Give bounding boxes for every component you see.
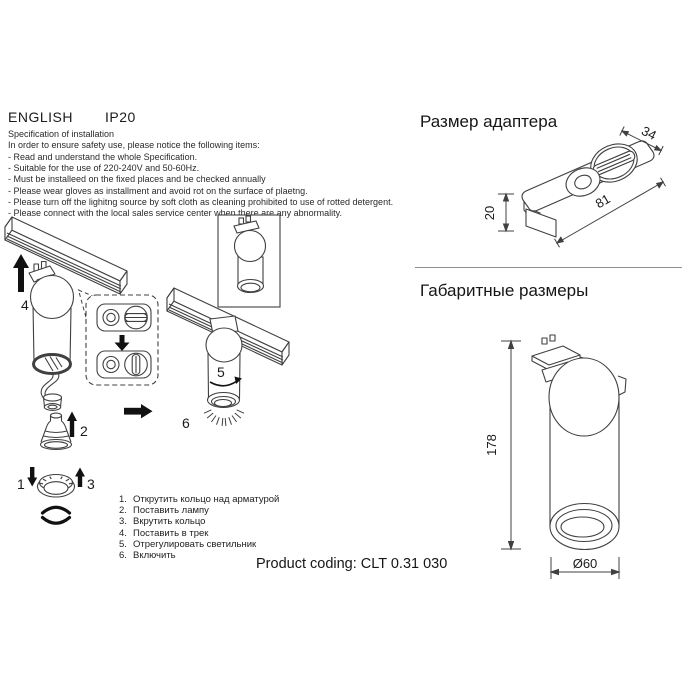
- arrow-up-small2-icon: [75, 467, 85, 487]
- knob-position-horizontal: [96, 303, 152, 332]
- spec-item: - Please turn off the lighitng source by…: [8, 197, 394, 208]
- specification-block: Specification of installation In order t…: [8, 129, 393, 220]
- section-divider: [415, 267, 682, 268]
- lamp-bulb: [39, 412, 73, 451]
- rotation-arrows-icon: [40, 505, 72, 525]
- list-item: 2.Поставить лампу: [119, 505, 209, 517]
- spec-item: - Please connect with the local sales se…: [8, 208, 343, 219]
- arrow-right-icon: [124, 404, 153, 419]
- step-label-5: 5: [217, 364, 225, 380]
- list-item: 6.Включить: [119, 550, 176, 562]
- list-item: 5.Отрегулировать светильник: [119, 538, 257, 550]
- lock-knob-inset: [85, 294, 159, 386]
- fixture-outline: [531, 334, 627, 551]
- overall-section-title: Габаритные размеры: [420, 281, 589, 300]
- step-labels: 4 2 1 3 5 6: [17, 297, 225, 492]
- overall-dimension-drawing: 178 Ø60: [484, 334, 627, 579]
- arrow-up-icon: [13, 254, 29, 292]
- arrow-up-small-icon: [67, 411, 77, 437]
- step-label-4: 4: [21, 297, 29, 313]
- dim-label-81: 81: [593, 191, 613, 211]
- fixture-preview-box: [217, 214, 281, 308]
- spec-title: Specification of installation: [8, 129, 115, 139]
- adapter-body: [521, 140, 655, 238]
- dim-label-diameter: Ø60: [573, 556, 598, 571]
- dim-34: 34: [619, 125, 664, 156]
- fixture-step-4: [28, 260, 75, 411]
- arrow-down-icon: [114, 335, 130, 351]
- language-heading: ENGLISH: [8, 109, 73, 125]
- light-rays: [203, 409, 245, 426]
- list-item: 3.Вкрутить кольцо: [119, 516, 206, 528]
- dim-label-34: 34: [639, 125, 659, 143]
- spec-intro: In order to ensure safety use, please no…: [8, 140, 260, 151]
- locking-ring: [36, 473, 76, 498]
- fixture-step-5: [205, 315, 243, 409]
- spec-item: - Suitable for the use of 220-240V and 5…: [8, 163, 200, 174]
- step-label-2: 2: [80, 423, 88, 439]
- spec-item: - Read and understand the whole Specific…: [8, 151, 198, 162]
- dim-label-178: 178: [484, 434, 499, 456]
- list-item: 4.Поставить в трек: [119, 527, 209, 539]
- dim-20: 20: [482, 192, 514, 233]
- ip-rating: IP20: [105, 109, 136, 125]
- dim-label-20: 20: [482, 206, 497, 220]
- list-item: 1.Открутить кольцо над арматурой: [119, 494, 280, 505]
- adapter-section-title: Размер адаптера: [420, 112, 558, 131]
- dim-178: 178: [484, 339, 521, 551]
- adapter-dimension-drawing: 34 81 20: [482, 125, 666, 248]
- arrow-down-small-icon: [27, 467, 38, 487]
- step-label-3: 3: [87, 476, 95, 492]
- inset-leader-line: [77, 289, 96, 333]
- rotate-arrow-icon: [209, 376, 242, 387]
- installation-diagram: 4 2 1 3 5 6: [4, 214, 290, 525]
- product-coding: Product coding: CLT 0.31 030: [256, 556, 448, 572]
- step-label-1: 1: [17, 476, 25, 492]
- dim-81: 81: [554, 177, 666, 248]
- instructions-ru-list: 1.Открутить кольцо над арматурой 2.Поста…: [119, 494, 279, 561]
- spec-item: - Please wear gloves as installment and …: [8, 185, 308, 196]
- spec-item: - Must be installeed on the fixed places…: [8, 174, 266, 185]
- knob-position-vertical: [96, 350, 152, 379]
- step-label-6: 6: [182, 415, 190, 431]
- dim-diameter: Ø60: [549, 556, 621, 579]
